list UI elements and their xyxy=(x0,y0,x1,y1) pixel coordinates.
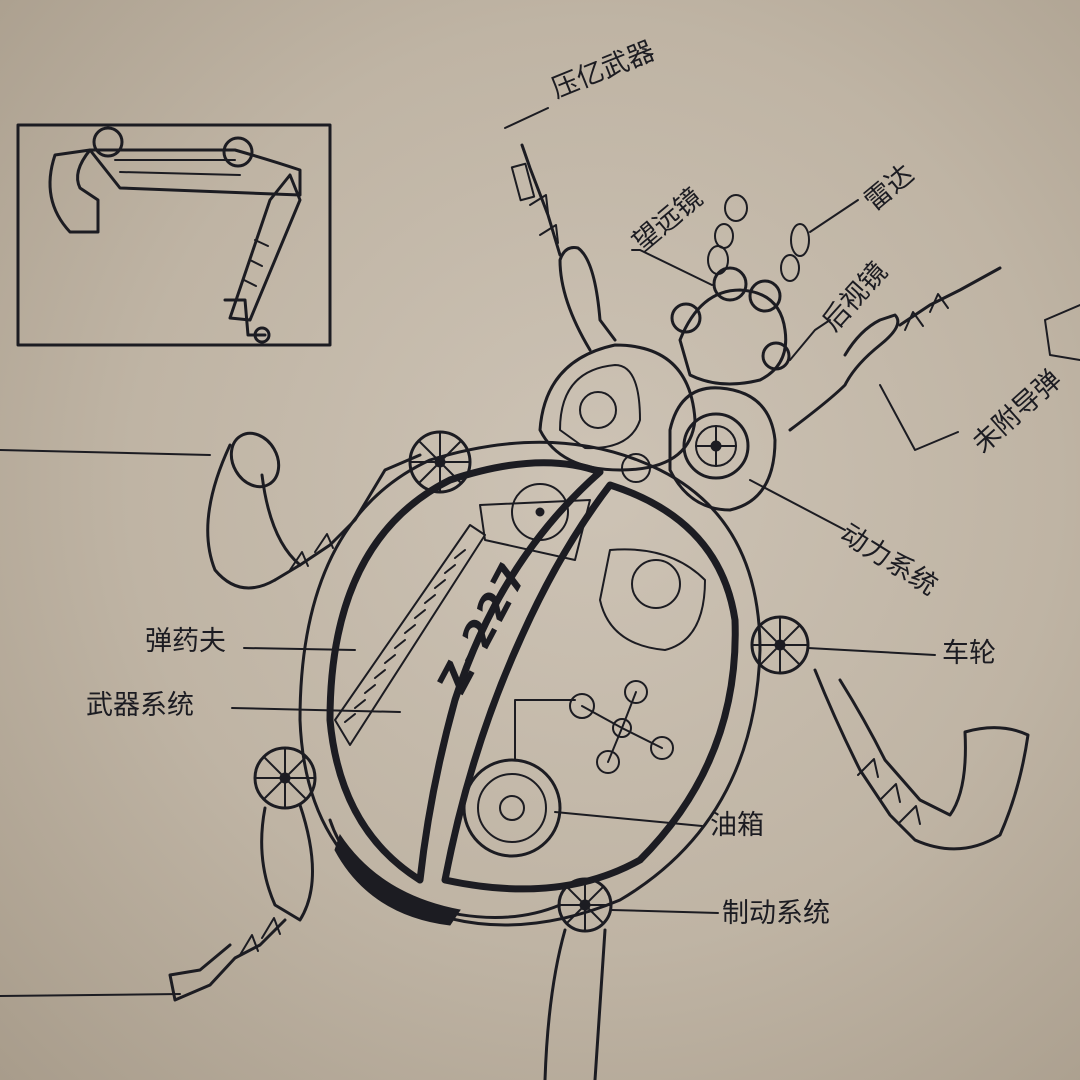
leader-power-system xyxy=(749,479,846,531)
leg-mid-right xyxy=(750,615,1030,851)
antenna-right xyxy=(788,266,1002,432)
leader-guided-missile xyxy=(879,384,959,451)
leader-lines xyxy=(0,107,1080,997)
label-brake-system: 制动系统 xyxy=(722,898,830,929)
leader-wheel xyxy=(807,647,936,656)
leader-rear-left-leg xyxy=(0,993,181,997)
leg-front-left xyxy=(206,430,472,590)
leader-telescope xyxy=(631,249,713,286)
leg-rear-left xyxy=(168,746,317,1002)
label-wheel: 车轮 xyxy=(942,638,996,669)
thorax xyxy=(538,343,777,512)
leader-front-left-leg xyxy=(0,449,211,456)
leader-pressure-weapon xyxy=(504,107,549,129)
leader-edge-right xyxy=(1044,304,1080,361)
leg-rear-right xyxy=(543,877,613,1080)
label-fuel-tank: 油箱 xyxy=(710,810,764,841)
leader-magazine xyxy=(243,647,356,651)
inset-arm-sketch xyxy=(16,123,332,347)
antenna-left xyxy=(510,143,617,352)
label-magazine: 弹药夫 xyxy=(145,626,226,657)
leader-radar xyxy=(809,199,859,233)
label-weapon-system: 武器系统 xyxy=(86,690,194,721)
head xyxy=(670,194,810,386)
leader-periscope xyxy=(789,319,831,361)
leader-weapon-system xyxy=(231,707,401,713)
leader-brake-system xyxy=(611,909,719,914)
leader-fuel-tank xyxy=(554,811,703,827)
abdomen-shell xyxy=(298,440,762,927)
